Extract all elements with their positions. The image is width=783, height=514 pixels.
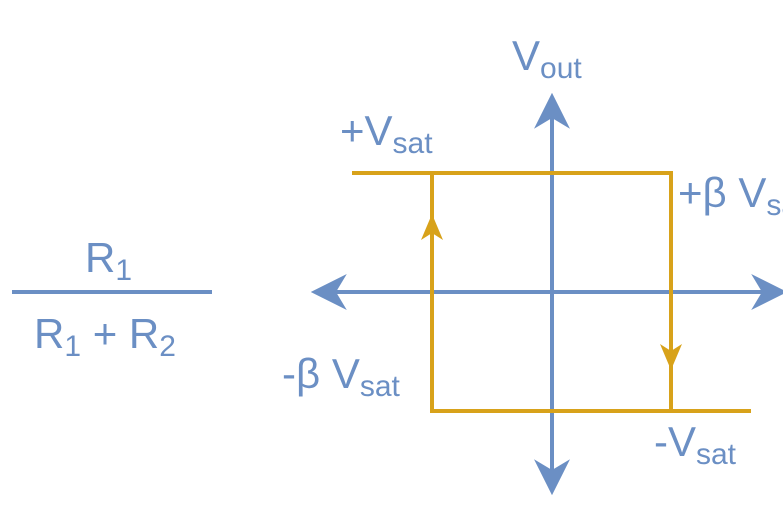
fraction-denominator: R1 + R2: [34, 310, 176, 363]
up-arrow-icon: [421, 214, 443, 240]
lower-branch: [430, 173, 751, 413]
label-minus-vsat: -Vsat: [654, 418, 737, 471]
down-arrow-icon: [660, 344, 682, 370]
label-plus-vsat: +Vsat: [340, 107, 433, 160]
label-vout: Vout: [512, 32, 582, 85]
upper-branch: [352, 171, 673, 411]
label-minus-beta-vsat: -β Vsat: [282, 350, 401, 403]
fraction-numerator: R1: [85, 234, 132, 287]
label-plus-beta-vsat: +β Vsat: [678, 169, 783, 222]
